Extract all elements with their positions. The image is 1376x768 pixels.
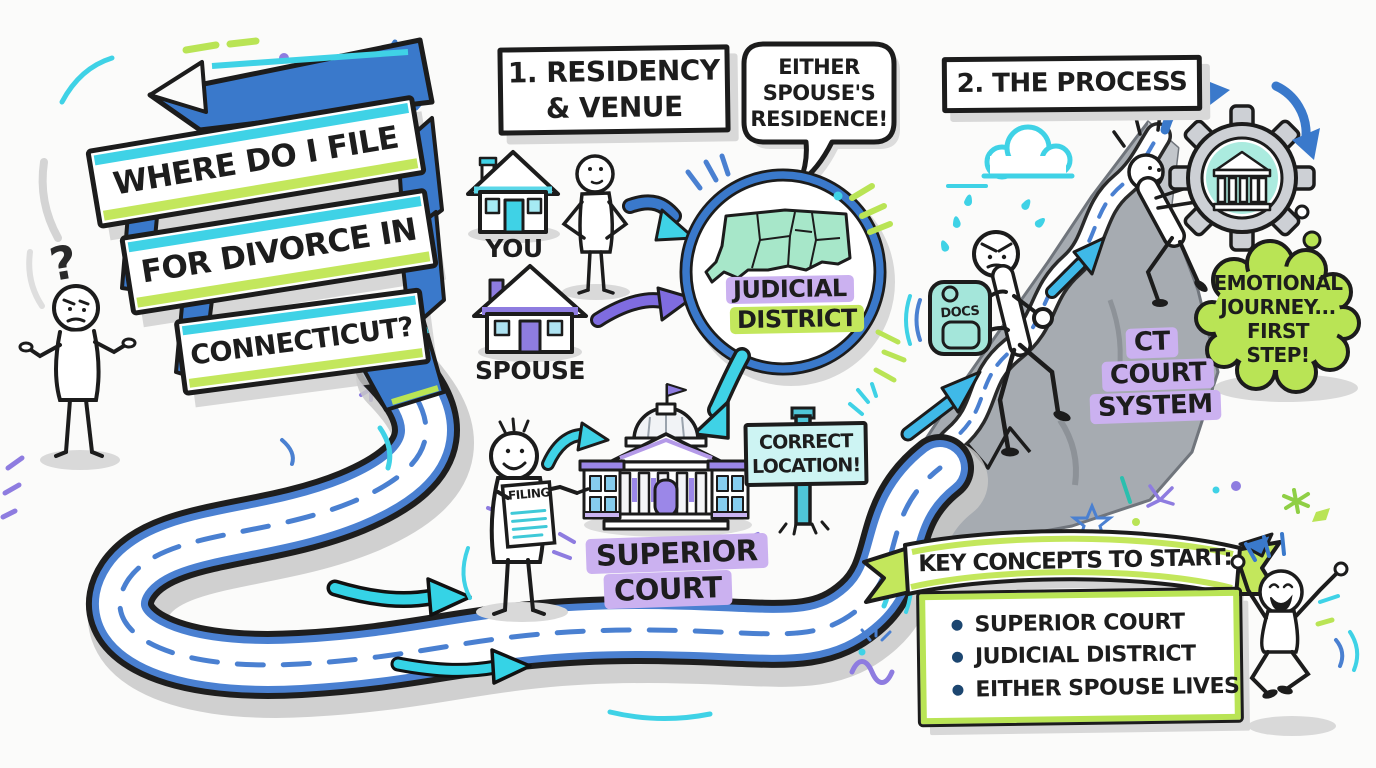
- document-icon: [500, 480, 557, 549]
- bullet-icon: [951, 619, 963, 631]
- judicial-label: JUDICIAL: [725, 274, 854, 305]
- happy-sparkles: [1244, 532, 1360, 672]
- section-1-heading-box: 1. RESIDENCY & VENUE: [497, 44, 731, 136]
- spouse-label: SPOUSE: [475, 355, 585, 385]
- you-label: YOU: [485, 233, 543, 263]
- sign-line-2: LOCATION!: [751, 454, 861, 478]
- section-1-heading-line-2: & VENUE: [545, 90, 683, 125]
- speech-bubble-text: EITHER SPOUSE'S RESIDENCE!: [744, 50, 894, 136]
- key-concept-item-2: JUDICIAL DISTRICT: [951, 641, 1234, 670]
- sweat-drops: [941, 194, 1045, 252]
- docs-backpack-icon: [928, 280, 1010, 356]
- thought-bubble: [1194, 239, 1361, 402]
- road-arrow-2: [390, 648, 532, 685]
- key-concepts-box: SUPERIOR COURT JUDICIAL DISTRICT EITHER …: [916, 586, 1244, 728]
- section-1-heading-line-1: 1. RESIDENCY: [507, 53, 720, 90]
- road-arrow-1: [326, 577, 472, 617]
- ct-label: CT: [1125, 326, 1179, 359]
- section-2-heading-box: 2. THE PROCESS: [941, 54, 1203, 114]
- bullet-icon: [951, 652, 964, 664]
- court-label: COURT: [603, 569, 733, 610]
- key-concepts-heading: KEY CONCEPTS TO START:: [918, 544, 1232, 578]
- court-system-gear-icon: [1160, 78, 1322, 252]
- celebration-decor: [849, 476, 1330, 685]
- magnifier-handle-arrow: [692, 347, 751, 440]
- arrow-spouse-to-district: [590, 286, 694, 328]
- bubble-line-2: SPOUSE'S: [762, 81, 876, 105]
- thought-line-3: FIRST: [1246, 319, 1310, 343]
- thought-bubble-text: EMOTIONAL JOURNEY... FIRST STEP!: [1212, 268, 1344, 370]
- mountain-arrow-1: [900, 370, 982, 442]
- magnifier-sparkles: [685, 153, 907, 383]
- climber-docs-figure: [904, 194, 1071, 457]
- climber-top-figure: [1112, 112, 1214, 307]
- mountain-arrow-2: [1045, 236, 1106, 299]
- confused-figure: [18, 284, 137, 470]
- standing-figure: [561, 154, 630, 300]
- house-icon-you: [466, 150, 560, 243]
- correct-location-sign: CORRECT LOCATION!: [743, 420, 869, 488]
- courthouse-icon: [578, 383, 754, 537]
- title-ribbon: [85, 37, 447, 412]
- sign-sparkles: [848, 382, 878, 416]
- key-concept-item-3: EITHER SPOUSE LIVES: [952, 673, 1240, 702]
- ct-court-label: COURT: [1101, 357, 1215, 392]
- bubble-line-1: EITHER: [778, 55, 860, 79]
- thought-line-4: STEP!: [1246, 343, 1311, 367]
- sign-line-1: CORRECT: [758, 430, 853, 454]
- thought-line-1: EMOTIONAL: [1213, 271, 1343, 295]
- bubble-line-3: RESIDENCE!: [750, 107, 888, 131]
- key-concepts-ribbon: [862, 529, 1282, 605]
- bullet-icon: [952, 684, 964, 696]
- superior-label: SUPERIOR: [585, 532, 769, 575]
- ct-map-icon: [704, 208, 852, 284]
- arrow-filing-to-court: [541, 421, 610, 471]
- key-concept-item-1: SUPERIOR COURT: [951, 609, 1233, 638]
- filing-figure: [476, 417, 590, 622]
- happy-figure: [1230, 532, 1360, 736]
- house-icon-spouse: [472, 264, 588, 362]
- road-path: [86, 328, 988, 718]
- ct-system-label: SYSTEM: [1089, 389, 1222, 425]
- gear-courthouse-icon: [1212, 150, 1272, 212]
- arrow-you-to-district: [622, 194, 696, 242]
- thought-line-2: JOURNEY...: [1220, 295, 1336, 319]
- cloud-icon: [946, 124, 1075, 188]
- section-2-heading: 2. THE PROCESS: [956, 67, 1188, 100]
- district-label: DISTRICT: [729, 304, 865, 335]
